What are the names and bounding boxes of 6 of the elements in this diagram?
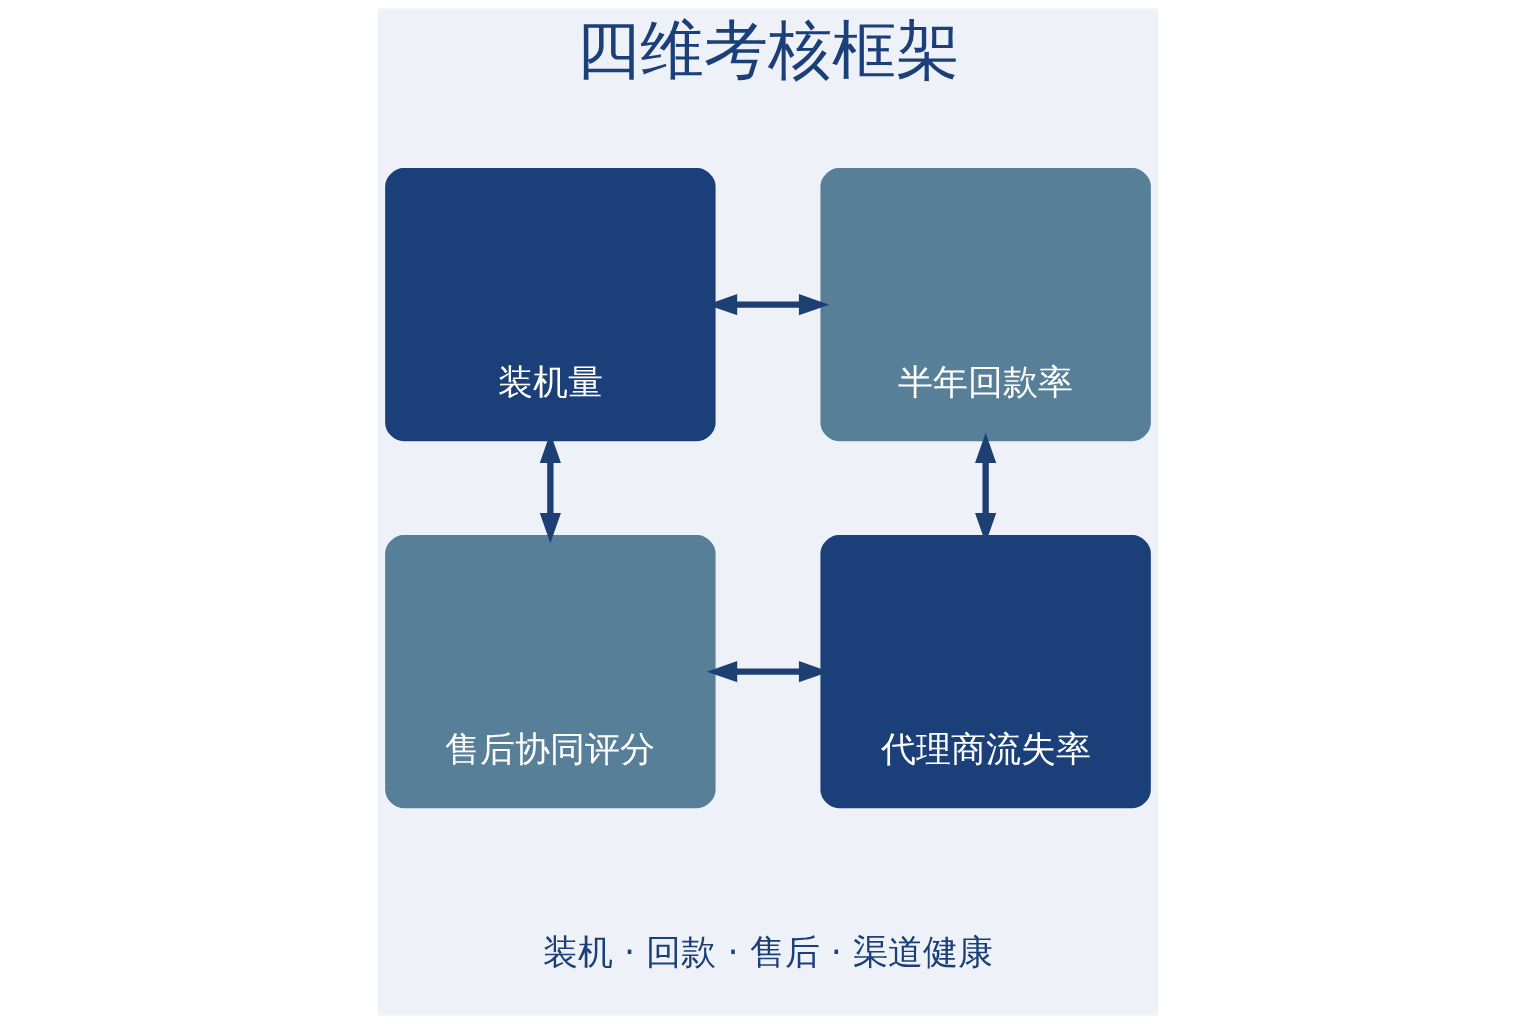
node-box: 售后协同评分 bbox=[383, 533, 718, 810]
node-box: 装机量 bbox=[383, 166, 718, 443]
diagram-title: 四维考核框架 bbox=[576, 12, 960, 87]
node-box: 代理商流失率 bbox=[818, 533, 1153, 810]
node-box: 半年回款率 bbox=[818, 166, 1153, 443]
caption: 装机 · 回款 · 售后 · 渠道健康 bbox=[543, 932, 993, 973]
